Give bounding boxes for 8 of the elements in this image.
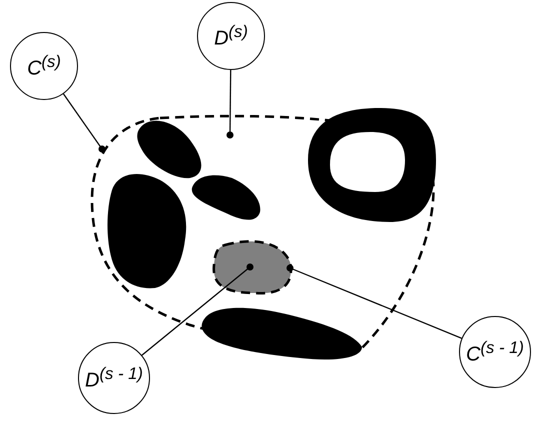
leader-line xyxy=(62,94,106,152)
callout-label: D$^{(s)}$ xyxy=(214,22,248,50)
leader-line xyxy=(286,264,462,339)
callout-label: C$^{(s)}$ xyxy=(27,52,61,80)
callout-label: C$^{(s - 1)}$ xyxy=(466,338,524,366)
leader-line xyxy=(226,70,234,138)
callout-label: D$^{(s - 1)}$ xyxy=(85,364,143,392)
leader-line xyxy=(142,264,254,356)
